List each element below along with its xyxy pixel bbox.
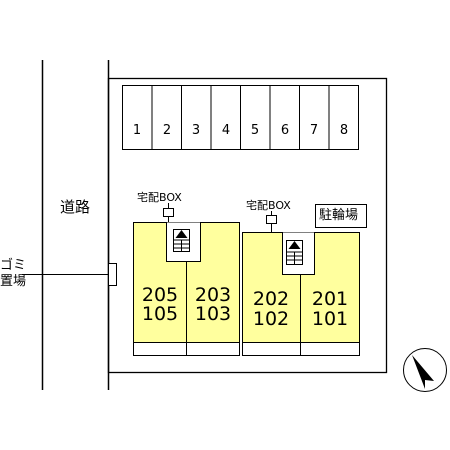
parking-slot-number: 6 <box>281 123 289 138</box>
parking-area <box>122 85 359 150</box>
unit-number-lower: 105 <box>142 303 178 325</box>
unit-number-lower: 101 <box>312 308 348 330</box>
parking-slot-number: 8 <box>340 123 348 138</box>
unit-number-upper: 202 <box>253 288 289 310</box>
delivery-box-label: 宅配BOX <box>137 191 182 204</box>
garbage-area-label: ゴミ 置場 <box>0 258 26 290</box>
parking-slot-number: 7 <box>310 123 318 138</box>
garbage-area-label-line1: ゴミ <box>0 258 27 273</box>
parking-slot-number: 3 <box>192 123 200 138</box>
staircase-icon <box>173 229 190 252</box>
parking-slot-number: 1 <box>133 123 141 138</box>
parking-slot-number: 4 <box>222 123 230 138</box>
compass-north-icon <box>403 348 447 392</box>
unit-number-lower: 103 <box>195 303 231 325</box>
unit-number-upper: 205 <box>142 284 178 306</box>
parking-slot-number: 5 <box>251 123 259 138</box>
parking-slot-numbers: 1 2 3 4 5 6 7 8 <box>133 123 348 138</box>
delivery-box-label: 宅配BOX <box>246 199 291 212</box>
parking-slot-number: 2 <box>163 123 171 138</box>
delivery-box-icon <box>266 211 277 232</box>
property-boundary <box>107 77 388 374</box>
unit-number-upper: 201 <box>312 288 348 310</box>
unit-number-upper: 203 <box>195 284 231 306</box>
garbage-area-label-line2: 置場 <box>0 274 27 289</box>
bicycle-parking-label: 駐輪場 <box>319 208 359 223</box>
road-label: 道路 <box>60 198 91 216</box>
unit-number-lower: 102 <box>253 308 289 330</box>
garbage-area-marker <box>108 263 117 286</box>
bicycle-parking-box <box>315 204 367 228</box>
delivery-box-icon <box>163 203 174 223</box>
staircase-icon <box>286 240 303 265</box>
